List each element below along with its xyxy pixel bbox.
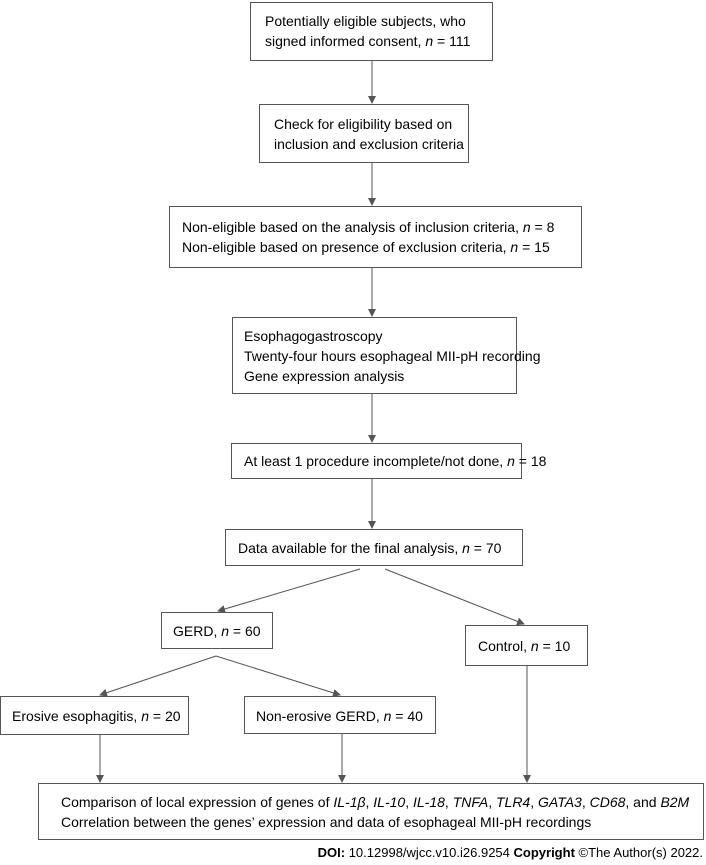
box-non-eligible: Non-eligible based on the analysis of in… [169,206,582,268]
text-segment: Data available for the final analysis, [238,540,463,556]
text-segment: , [530,794,538,810]
box-eligible-subjects: Potentially eligible subjects, who signed… [250,2,493,61]
italic-term: TNFA [452,794,489,810]
italic-term: B2M [660,794,690,810]
italic-term: n [462,540,470,556]
italic-term: n [141,708,149,724]
text-segment: inclusion and exclusion criteria [274,136,464,152]
text-segment: = 111 [433,33,471,49]
box-line: Correlation between the genes’ expressio… [61,812,697,832]
italic-term: n [425,33,434,49]
box-line: Non-eligible based on the analysis of in… [182,217,575,237]
text-segment: = 10 [538,638,571,654]
italic-term: n [510,239,519,255]
text-segment: , [444,794,453,810]
text-segment: , and [625,794,661,810]
arrow-6-to-control [384,568,525,626]
text-segment: , [405,794,413,810]
text-segment: = 70 [469,540,502,556]
text-segment: = 18 [514,453,547,469]
text-segment: , [488,794,496,810]
copyright-label: Copyright [513,845,575,860]
text-segment: Non-erosive GERD, [256,708,384,724]
copyright-value: ©The Author(s) 2022. [574,845,703,860]
text-segment: = 40 [391,708,423,724]
box-line: Esophagogastroscopy [244,326,510,346]
italic-term: n [530,638,539,654]
text-segment: , [365,794,374,810]
box-line: Control, n = 10 [478,636,581,656]
box-line: Check for eligibility based on [274,114,462,134]
box-erosive-esophagitis: Erosive esophagitis, n = 20 [0,696,189,735]
doi-label: DOI: [317,845,346,860]
box-line: Data available for the final analysis, n… [238,538,516,558]
text-segment: Erosive esophagitis, [12,708,142,724]
box-line: GERD, n = 60 [173,621,266,641]
text-segment: Control, [478,638,531,654]
text-segment: At least 1 procedure incomplete/not done… [244,453,508,469]
text-segment: signed informed consent, [265,33,426,49]
text-segment: Check for eligibility based on [274,116,453,132]
text-segment: , [581,794,590,810]
text-segment: = 8 [530,219,555,235]
box-incomplete-procedure: At least 1 procedure incomplete/not done… [231,443,546,479]
text-segment: Correlation between the genes’ expressio… [61,814,592,830]
text-segment: = 20 [148,708,181,724]
box-line: Gene expression analysis [244,366,510,386]
box-line: Potentially eligible subjects, who [265,11,484,31]
box-line: inclusion and exclusion criteria [274,134,464,154]
box-line: Non-erosive GERD, n = 40 [256,706,429,726]
box-non-erosive-gerd: Non-erosive GERD, n = 40 [244,696,436,734]
box-line: signed informed consent, n = 111 [265,31,484,51]
italic-term: n [221,623,230,639]
text-segment: Esophagogastroscopy [244,328,383,344]
text-segment: = 60 [229,623,261,639]
italic-term: n [507,453,515,469]
text-segment: Non-eligible based on presence of exclus… [182,239,511,255]
text-segment: Non-eligible based on the analysis of in… [182,219,523,235]
text-segment: Gene expression analysis [244,368,405,384]
arrow-6-to-gerd [217,568,361,613]
text-segment: Potentially eligible subjects, who [265,13,466,29]
box-gerd: GERD, n = 60 [161,612,273,649]
box-line: Comparison of local expression of genes … [61,792,697,812]
text-segment: = 15 [518,239,550,255]
box-line: At least 1 procedure incomplete/not done… [244,451,546,471]
italic-term: IL-1β [333,794,366,810]
box-eligibility-check: Check for eligibility based on inclusion … [259,104,469,163]
arrow-gerd-to-erosive [99,655,217,697]
italic-term: n [383,708,392,724]
text-segment: Comparison of local expression of genes … [61,794,334,810]
arrow-gerd-to-nonerosive [215,655,341,697]
box-line: Twenty-four hours esophageal MII-pH reco… [244,346,540,366]
box-line: Erosive esophagitis, n = 20 [12,706,182,726]
doi-value: 10.12998/wjcc.v10.i26.9254 [345,845,510,860]
box-final-analysis-data: Data available for the final analysis, n… [225,529,523,566]
box-gene-comparison: Comparison of local expression of genes … [38,783,704,840]
italic-term: IL-18 [412,794,445,810]
italic-term: n [522,219,531,235]
text-segment: Twenty-four hours esophageal MII-pH reco… [244,348,541,364]
box-control: Control, n = 10 [465,625,588,666]
italic-term: CD68 [589,794,626,810]
box-line: Non-eligible based on presence of exclus… [182,237,575,257]
italic-term: IL-10 [373,794,406,810]
text-segment: GERD, [173,623,222,639]
italic-term: TLR4 [495,794,531,810]
italic-term: GATA3 [538,794,582,810]
citation-footer: DOI: 10.12998/wjcc.v10.i26.9254 Copyrigh… [253,845,703,860]
